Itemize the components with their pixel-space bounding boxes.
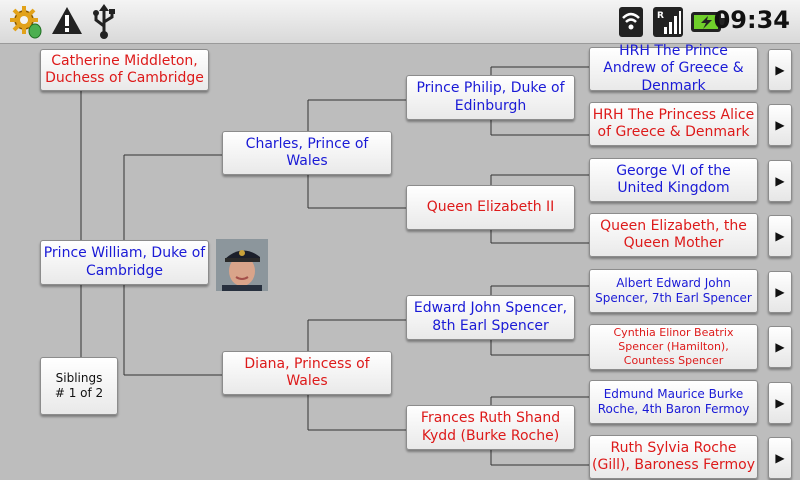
play-arrow-icon: ▶ bbox=[775, 118, 785, 132]
great-grandparent-name: HRH The Prince Andrew of Greece & Denmar… bbox=[603, 42, 744, 94]
paternal-grandmother-node[interactable]: Queen Elizabeth II bbox=[406, 185, 575, 230]
mother-node[interactable]: Diana, Princess of Wales bbox=[222, 351, 392, 395]
great-grandparent-name: Albert Edward John Spencer, 7th Earl Spe… bbox=[595, 276, 752, 305]
great-grandparent-node[interactable]: HRH The Prince Andrew of Greece & Denmar… bbox=[589, 43, 758, 94]
maternal-grandmother-node[interactable]: Frances Ruth Shand Kydd (Burke Roche) bbox=[406, 405, 575, 450]
paternal-grandfather-node[interactable]: Prince Philip, Duke of Edinburgh bbox=[406, 75, 575, 120]
great-grandparent-node[interactable]: Edmund Maurice Burke Roche, 4th Baron Fe… bbox=[589, 380, 758, 424]
play-arrow-icon: ▶ bbox=[775, 396, 785, 410]
great-grandparent-name: Cynthia Elinor Beatrix Spencer (Hamilton… bbox=[613, 326, 734, 367]
play-arrow-icon: ▶ bbox=[775, 451, 785, 465]
great-grandparent-name: George VI of the United Kingdom bbox=[616, 162, 731, 197]
signal-icon: R bbox=[650, 4, 686, 44]
great-grandparent-node[interactable]: HRH The Princess Alice of Greece & Denma… bbox=[589, 102, 758, 146]
root-person-node[interactable]: Prince William, Duke of Cambridge bbox=[40, 240, 209, 285]
play-arrow-icon: ▶ bbox=[775, 63, 785, 77]
great-grandparent-node[interactable]: George VI of the United Kingdom bbox=[589, 158, 758, 202]
father-name: Charles, Prince of Wales bbox=[245, 135, 369, 170]
signal-roaming-label: R bbox=[657, 11, 664, 21]
great-grandparent-name: Queen Elizabeth, the Queen Mother bbox=[600, 217, 747, 252]
paternal-grandfather-name: Prince Philip, Duke of Edinburgh bbox=[416, 80, 565, 114]
great-grandparent-node[interactable]: Queen Elizabeth, the Queen Mother bbox=[589, 213, 758, 257]
clock: 09:34 bbox=[713, 6, 790, 34]
expand-ancestors-button[interactable]: ▶ bbox=[768, 437, 792, 479]
play-arrow-icon: ▶ bbox=[775, 340, 785, 354]
paternal-grandmother-name: Queen Elizabeth II bbox=[426, 198, 555, 215]
maternal-grandfather-name: Edward John Spencer, 8th Earl Spencer bbox=[413, 300, 568, 334]
status-bar: R 09:34 bbox=[0, 0, 800, 44]
great-grandparent-name: Ruth Sylvia Roche (Gill), Baroness Fermo… bbox=[592, 439, 755, 474]
maternal-grandfather-node[interactable]: Edward John Spencer, 8th Earl Spencer bbox=[406, 295, 575, 340]
spouse-node[interactable]: Catherine Middleton, Duchess of Cambridg… bbox=[40, 49, 209, 91]
maternal-grandmother-name: Frances Ruth Shand Kydd (Burke Roche) bbox=[420, 410, 561, 444]
wifi-icon bbox=[616, 4, 646, 44]
mother-name: Diana, Princess of Wales bbox=[244, 355, 370, 390]
expand-ancestors-button[interactable]: ▶ bbox=[768, 326, 792, 368]
great-grandparent-name: HRH The Princess Alice of Greece & Denma… bbox=[592, 106, 755, 141]
warning-icon bbox=[50, 4, 84, 42]
expand-ancestors-button[interactable]: ▶ bbox=[768, 382, 792, 424]
expand-ancestors-button[interactable]: ▶ bbox=[768, 49, 792, 91]
expand-ancestors-button[interactable]: ▶ bbox=[768, 271, 792, 313]
great-grandparent-node[interactable]: Cynthia Elinor Beatrix Spencer (Hamilton… bbox=[589, 324, 758, 370]
siblings-label: Siblings bbox=[55, 371, 103, 385]
settings-bug-icon bbox=[8, 4, 44, 44]
play-arrow-icon: ▶ bbox=[775, 174, 785, 188]
root-person-photo[interactable] bbox=[216, 239, 268, 291]
battery-charging-icon bbox=[690, 8, 726, 40]
play-arrow-icon: ▶ bbox=[775, 285, 785, 299]
expand-ancestors-button[interactable]: ▶ bbox=[768, 215, 792, 257]
usb-icon bbox=[88, 4, 120, 44]
play-arrow-icon: ▶ bbox=[775, 229, 785, 243]
expand-ancestors-button[interactable]: ▶ bbox=[768, 160, 792, 202]
great-grandparent-name: Edmund Maurice Burke Roche, 4th Baron Fe… bbox=[597, 387, 750, 416]
father-node[interactable]: Charles, Prince of Wales bbox=[222, 131, 392, 175]
spouse-name: Catherine Middleton, Duchess of Cambridg… bbox=[45, 52, 204, 87]
great-grandparent-node[interactable]: Albert Edward John Spencer, 7th Earl Spe… bbox=[589, 269, 758, 313]
expand-ancestors-button[interactable]: ▶ bbox=[768, 104, 792, 146]
siblings-count: # 1 of 2 bbox=[54, 386, 104, 400]
family-tree: Catherine Middleton, Duchess of Cambridg… bbox=[0, 43, 800, 480]
siblings-button[interactable]: Siblings # 1 of 2 bbox=[40, 357, 118, 415]
root-person-name: Prince William, Duke of Cambridge bbox=[43, 245, 206, 279]
great-grandparent-node[interactable]: Ruth Sylvia Roche (Gill), Baroness Fermo… bbox=[589, 435, 758, 479]
